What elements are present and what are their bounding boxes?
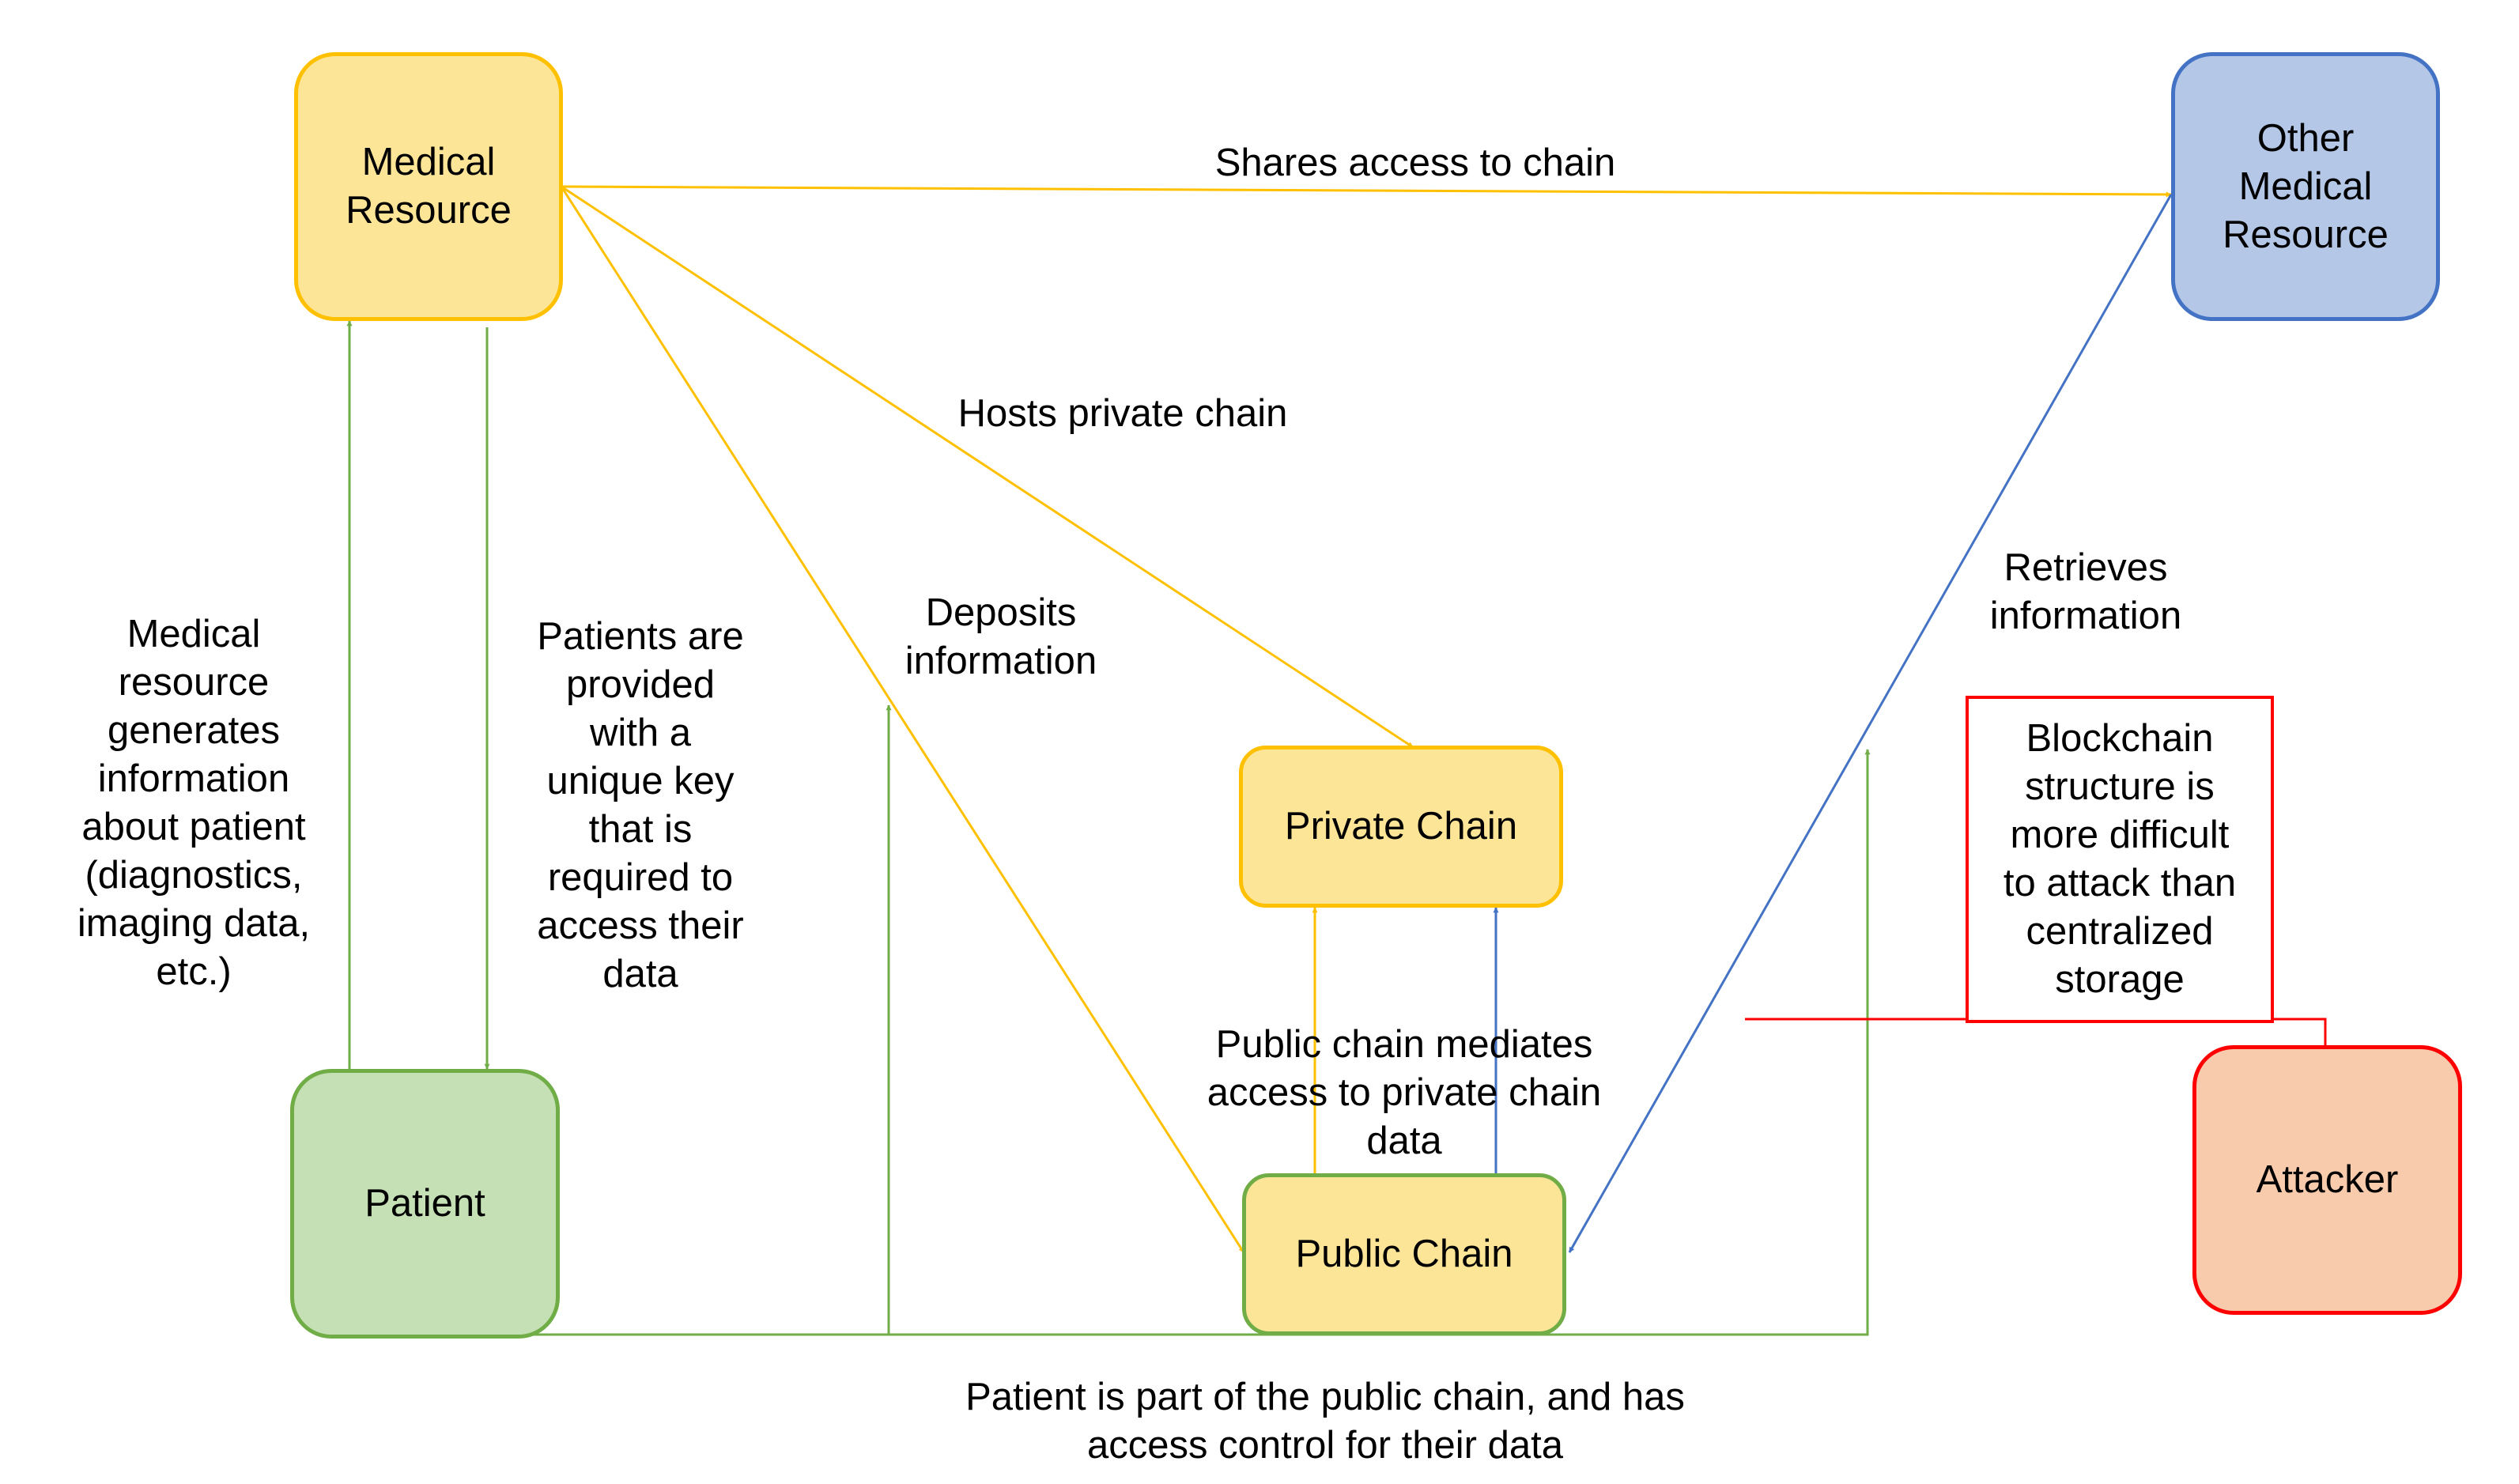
mediates-access-label: Public chain mediates access to private … — [1207, 1023, 1602, 1162]
medical-resource-label: Medical Resource — [346, 141, 512, 232]
deposits-information-label: Deposits information — [904, 591, 1097, 682]
deposits-information-arrow — [560, 186, 1245, 1253]
public-chain-label: Public Chain — [1295, 1233, 1513, 1275]
medical-resource-node[interactable]: Medical Resource — [294, 52, 563, 321]
attacker-connector — [1745, 1018, 2327, 1045]
blockchain-note-text: Blockchain structure is more difficult t… — [2003, 717, 2237, 1001]
private-chain-node[interactable]: Private Chain — [1239, 746, 1563, 908]
hosts-private-chain-arrow — [561, 185, 1414, 749]
hosts-private-chain-label: Hosts private chain — [957, 392, 1288, 435]
other-medical-resource-node[interactable]: Other Medical Resource — [2171, 52, 2440, 321]
attacker-label: Attacker — [2256, 1158, 2399, 1201]
private-chain-label: Private Chain — [1284, 805, 1518, 848]
unique-key-label: Patients are provided with a unique key … — [537, 615, 744, 995]
retrieves-information-arrow — [1568, 194, 2173, 1253]
patient-label: Patient — [364, 1182, 485, 1225]
shares-access-label: Shares access to chain — [1214, 142, 1616, 184]
other-medical-resource-label: Other Medical Resource — [2223, 116, 2389, 256]
shares-access-arrow — [561, 185, 2172, 198]
patient-node[interactable]: Patient — [290, 1069, 560, 1339]
public-chain-node[interactable]: Public Chain — [1242, 1173, 1566, 1335]
patient-public-chain-bracket — [534, 749, 1871, 1336]
generates-information-label: Medical resource generates information a… — [77, 613, 311, 993]
attacker-node[interactable]: Attacker — [2192, 1045, 2462, 1315]
retrieves-information-label: Retrieves information — [1989, 546, 2182, 637]
patient-public-chain-label: Patient is part of the public chain, and… — [965, 1376, 1685, 1467]
blockchain-note-box: Blockchain structure is more difficult t… — [1966, 696, 2274, 1023]
